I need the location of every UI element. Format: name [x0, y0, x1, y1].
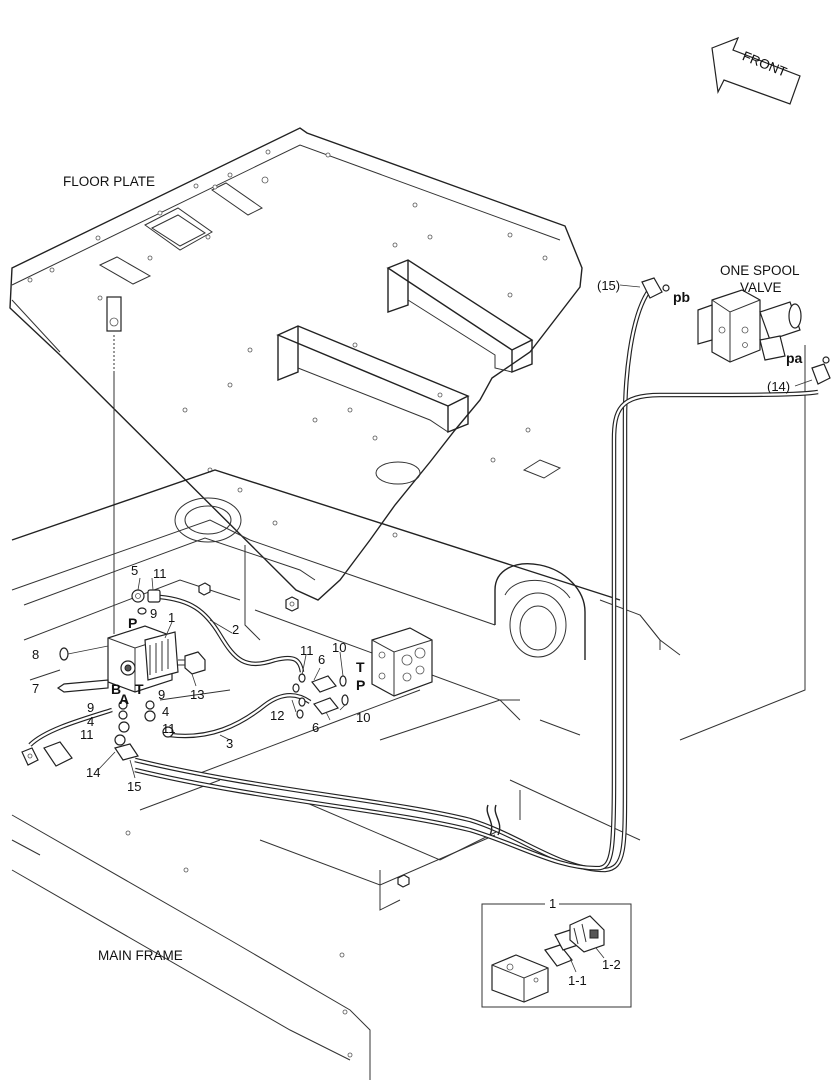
port-T-right-label: T: [356, 659, 365, 675]
ref-15-label: (15): [597, 278, 620, 293]
callout-4: 4: [162, 704, 169, 719]
port-T-left-label: T: [135, 681, 144, 697]
port-P-right-label: P: [356, 677, 365, 693]
callout-6: 6: [312, 720, 319, 735]
floor-plate: [9, 127, 583, 634]
callout-1: 1: [168, 610, 175, 625]
callout-14: 14: [86, 765, 100, 780]
ref-14-label: (14): [767, 379, 790, 394]
leader-lines: [97, 284, 813, 779]
callout-5: 5: [131, 563, 138, 578]
floor-plate-holes: [27, 149, 548, 538]
callout-11: 11: [80, 727, 94, 742]
one-spool-valve-label-2: VALVE: [740, 280, 782, 295]
callout-9: 9: [150, 606, 157, 621]
floor-bracket-upper: [386, 259, 534, 374]
port-P-left-label: P: [128, 615, 137, 631]
callout-2: 2: [232, 622, 239, 637]
callout-3: 3: [226, 736, 233, 751]
text-labels: FLOOR PLATE MAIN FRAME ONE SPOOL VALVE p…: [63, 174, 803, 963]
inset-label-1-1: 1-1: [568, 973, 587, 988]
hoses: [28, 290, 819, 873]
front-arrow: FRONT: [711, 36, 801, 105]
callout-9: 9: [87, 700, 94, 715]
one-spool-valve-label-1: ONE SPOOL: [720, 263, 800, 278]
callout-8: 8: [32, 647, 39, 662]
floor-bolt-bracket: [106, 296, 122, 634]
callout-numbers: 5 11 9 1 2 8 7 13 9 9 4 4 11 11 14 15 3 …: [32, 563, 370, 794]
callout-11: 11: [300, 643, 314, 658]
callout-11: 11: [153, 566, 167, 581]
main-frame-label: MAIN FRAME: [98, 948, 183, 963]
port-B-label: B: [111, 681, 121, 697]
valve-block-assembly: [21, 589, 206, 767]
callout-11: 11: [162, 721, 176, 736]
inset-title: 1: [549, 896, 556, 911]
main-frame: [11, 345, 806, 1080]
one-spool-valve: [641, 277, 831, 385]
frame-clevis: [494, 563, 586, 660]
callout-6: 6: [318, 652, 325, 667]
inset-detail-1: 1 1-1 1-2: [481, 896, 632, 1008]
callout-10: 10: [356, 710, 370, 725]
callout-9: 9: [158, 687, 165, 702]
callout-13: 13: [190, 687, 204, 702]
callout-12: 12: [270, 708, 284, 723]
callout-10: 10: [332, 640, 346, 655]
port-pb-label: pb: [673, 289, 690, 305]
floor-bracket-lower: [276, 325, 470, 434]
callout-4: 4: [87, 714, 94, 729]
manifold-block-right: [292, 627, 433, 719]
port-pa-label: pa: [786, 350, 803, 366]
callout-15: 15: [127, 779, 141, 794]
floor-plate-label: FLOOR PLATE: [63, 174, 155, 189]
callout-7: 7: [32, 681, 39, 696]
inset-label-1-2: 1-2: [602, 957, 621, 972]
port-A-label: A: [119, 691, 129, 707]
